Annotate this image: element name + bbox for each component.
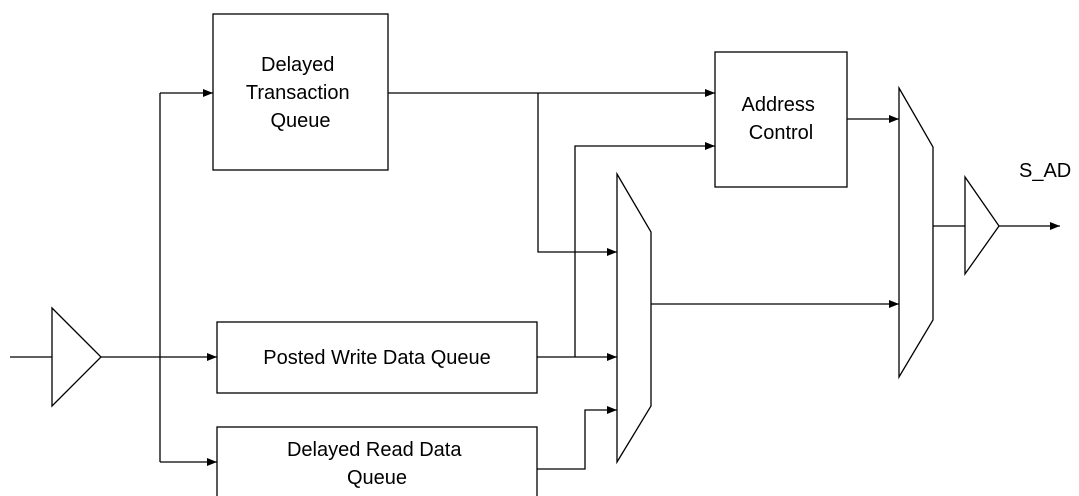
address-control-label: Address Control [742,94,821,144]
address-control-block [714,51,848,188]
mux-2 [898,85,934,380]
posted-write-data-queue-block [216,321,538,394]
address-control-label-line-1: Address [742,94,815,116]
posted-write-data-queue-label: Posted Write Data Queue [263,347,491,369]
delayed-transaction-queue-label-line-2: Transaction [246,82,350,104]
posted-write-queue-to-address-control [574,142,715,357]
read-data-queue-to-mux1 [537,406,617,470]
delayed-transaction-queue-label-line-3: Queue [270,110,330,132]
delayed-read-data-queue-label-line-2: Queue [347,467,407,489]
delayed-read-data-queue-label: Delayed Read Data Queue [287,439,467,489]
delayed-transaction-queue-label: Delayed Transaction Queue [246,54,355,132]
delayed-read-data-queue-label-line-1: Delayed Read Data [287,439,462,461]
input-buffer [51,306,102,408]
delayed-transaction-queue-block [212,13,389,171]
delayed-read-data-queue-block [216,426,538,496]
delayed-transaction-queue-label-line-1: Delayed [261,54,334,76]
output-buffer [964,174,1000,277]
transaction-queue-to-mux1 [537,93,617,256]
address-control-label-line-2: Control [749,122,813,144]
mux-1 [616,171,652,465]
output-signal-label: S_AD [1019,160,1071,182]
